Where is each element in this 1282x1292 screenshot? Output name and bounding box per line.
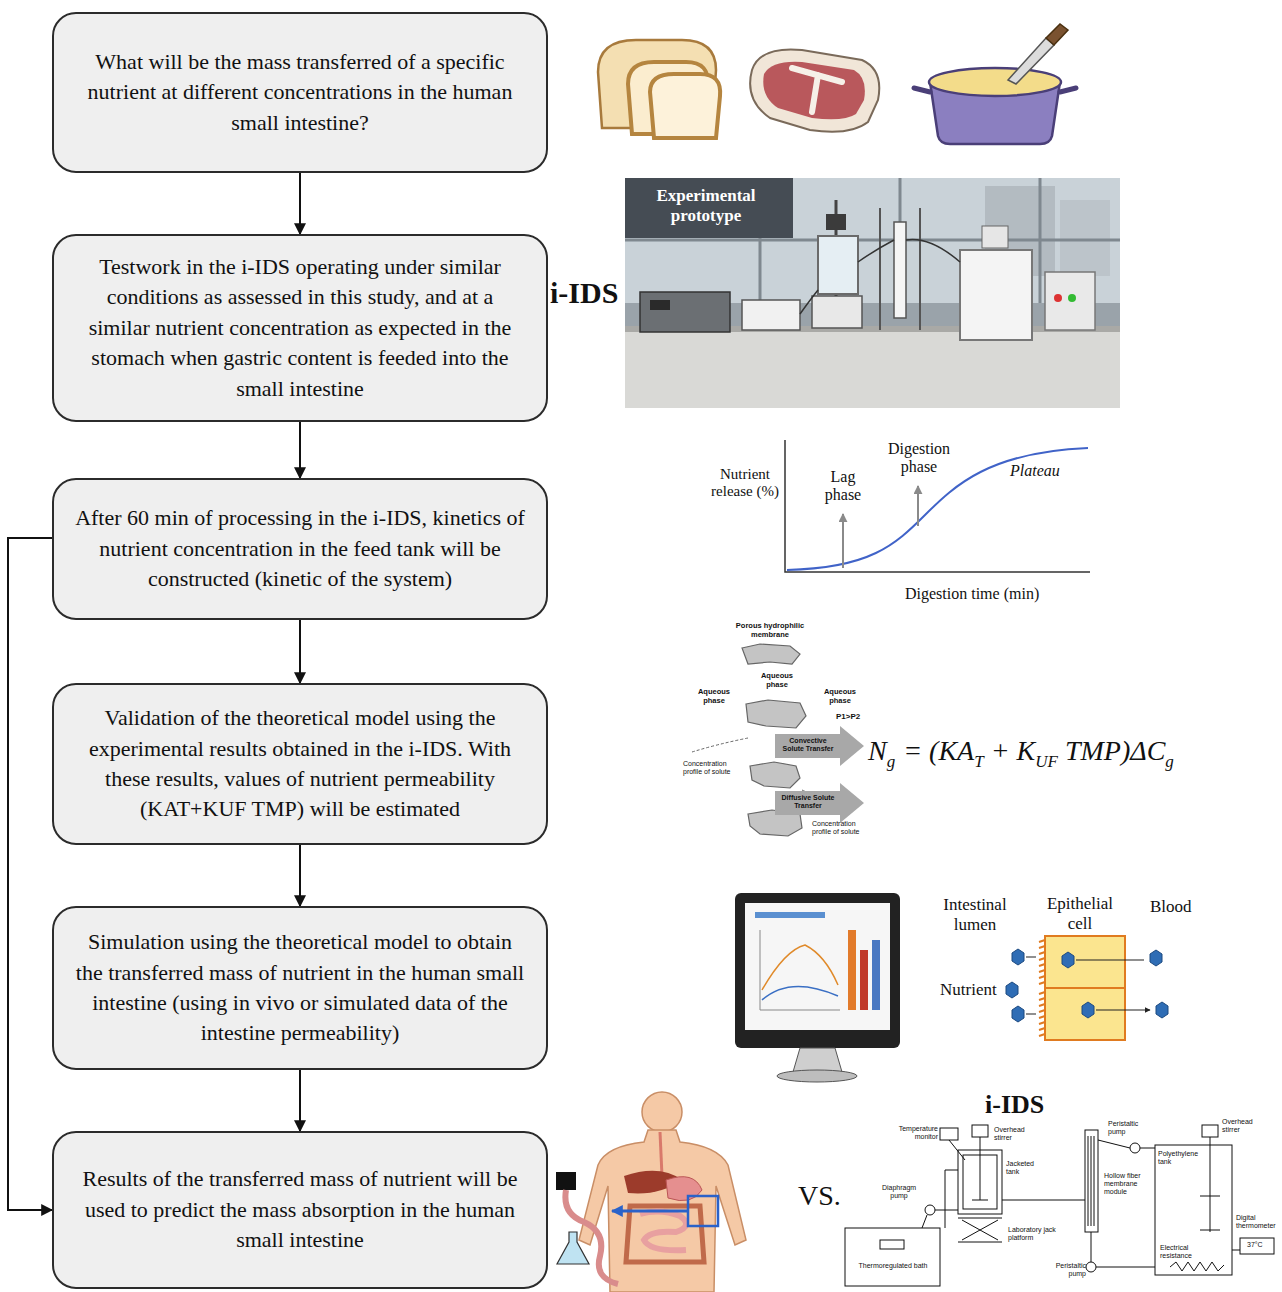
- region-label: Epithelial cell: [1040, 894, 1120, 933]
- phase-label: Plateau: [1010, 462, 1060, 480]
- part-label: Laboratory jack platform: [1008, 1226, 1060, 1242]
- subscript: g: [1165, 752, 1174, 771]
- equation-term: = (KA: [903, 735, 974, 766]
- flow-arrow: [299, 173, 301, 234]
- flow-arrow: [299, 1070, 301, 1131]
- equation-term: N: [868, 735, 887, 766]
- phase-label: Aqueous phase: [755, 672, 799, 689]
- part-label: Thermoregulated bath: [849, 1262, 937, 1270]
- box-text: After 60 min of processing in the i-IDS,…: [74, 503, 526, 594]
- bread-icon: [598, 40, 720, 138]
- system-name: i-IDS: [550, 276, 618, 311]
- part-label: Electrical resistance: [1160, 1244, 1206, 1260]
- pressure-label: P1>P2: [836, 712, 860, 721]
- region-label: Intestinal lumen: [930, 895, 1020, 934]
- computer-monitor: [735, 893, 900, 1082]
- box-text: Results of the transferred mass of nutri…: [74, 1164, 526, 1255]
- membrane-diagram: [692, 644, 864, 836]
- photo-caption: Experimental prototype: [636, 186, 776, 225]
- profile-label: Concentration profile of solute: [812, 820, 874, 836]
- axis-title: Nutrient release (%): [708, 466, 782, 501]
- display-reading: 37°C: [1247, 1241, 1263, 1249]
- part-label: Digital thermometer: [1236, 1214, 1278, 1230]
- prototype-photo: [625, 178, 1120, 408]
- box-text: Testwork in the i-IDS operating under si…: [74, 252, 526, 404]
- epithelial-cell-diagram: [1006, 936, 1168, 1040]
- transfer-label: Convective Solute Transfer: [778, 737, 838, 753]
- butter-pot-icon: [914, 24, 1076, 144]
- phase-label: Aqueous phase: [818, 688, 862, 705]
- equation-term: + K: [991, 735, 1036, 766]
- comparison-label: VS.: [798, 1180, 841, 1212]
- process-box: Validation of the theoretical model usin…: [52, 683, 548, 845]
- digestion-curve-chart: [785, 440, 1090, 572]
- part-label: Peristaltic pump: [1108, 1120, 1154, 1136]
- flow-arrow: [299, 845, 301, 906]
- phase-label: Aqueous phase: [692, 688, 736, 705]
- system-name: i-IDS: [985, 1090, 1044, 1120]
- flow-arrow: [299, 620, 301, 683]
- part-label: Overhead stirrer: [1222, 1118, 1268, 1134]
- phase-label: Lag phase: [817, 468, 869, 505]
- part-label: Overhead stirrer: [994, 1126, 1034, 1142]
- phase-label: Digestion phase: [879, 440, 959, 477]
- steak-icon: [750, 49, 879, 131]
- box-text: What will be the mass transferred of a s…: [74, 47, 526, 138]
- equation-term: TMP)ΔC: [1065, 735, 1165, 766]
- membrane-label: Porous hydrophilic membrane: [722, 622, 818, 639]
- process-box: What will be the mass transferred of a s…: [52, 12, 548, 173]
- region-label: Blood: [1150, 897, 1192, 917]
- nutrient-label: Nutrient: [940, 980, 997, 1000]
- part-label: Hollow fiber membrane module: [1104, 1172, 1152, 1196]
- profile-label: Concentration profile of solute: [683, 760, 741, 776]
- axis-title: Digestion time (min): [905, 585, 1039, 603]
- process-box: Results of the transferred mass of nutri…: [52, 1131, 548, 1289]
- part-label: Jacketed tank: [1006, 1160, 1042, 1176]
- equation: Ng= (KAT+ KUFTMP)ΔCg: [868, 735, 1174, 772]
- part-label: Peristaltic pump: [1042, 1262, 1086, 1278]
- process-box: Testwork in the i-IDS operating under si…: [52, 234, 548, 422]
- i-ids-schematic: [845, 1125, 1274, 1286]
- transfer-label: Diffusive Solute Transfer: [778, 794, 838, 810]
- human-body: [556, 1092, 746, 1292]
- subscript: g: [887, 752, 896, 771]
- flow-arrow: [8, 538, 52, 1210]
- process-box: Simulation using the theoretical model t…: [52, 906, 548, 1070]
- subscript: UF: [1035, 752, 1058, 771]
- part-label: Temperature monitor: [896, 1125, 938, 1141]
- box-text: Validation of the theoretical model usin…: [74, 703, 526, 824]
- part-label: Polyethylene tank: [1158, 1150, 1198, 1166]
- part-label: Diaphragm pump: [878, 1184, 920, 1200]
- process-box: After 60 min of processing in the i-IDS,…: [52, 478, 548, 620]
- subscript: T: [974, 752, 983, 771]
- box-text: Simulation using the theoretical model t…: [74, 927, 526, 1048]
- flow-arrow: [299, 422, 301, 478]
